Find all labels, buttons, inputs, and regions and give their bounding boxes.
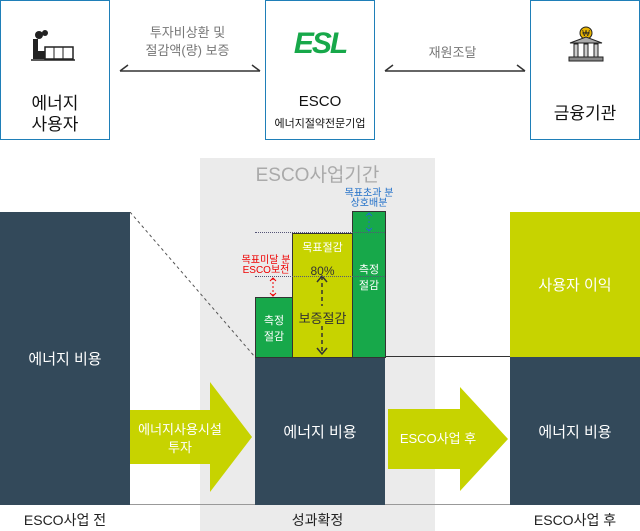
measured1-line1: 측정 (263, 315, 285, 327)
repay-line-2: 절감액(량) 보증 (145, 43, 230, 58)
target-saving-label: 목표절감 (302, 242, 343, 254)
measured2-line2: 절감 (358, 280, 380, 292)
energy-user-box: 에너지 사용자 (0, 0, 110, 140)
user-benefit-label: 사용자 이익 (538, 277, 612, 294)
footer-after: ESCO사업 후 (533, 512, 617, 528)
guarantee-label: 보증절감 (293, 308, 352, 327)
excess-line2: 상호배분 (350, 198, 388, 209)
after-arrow (388, 387, 508, 491)
invest-line-1: 에너지사용시설 (138, 422, 222, 437)
svg-text:₩: ₩ (582, 29, 590, 38)
measured1-line2: 절감 (263, 331, 285, 343)
footer-before: ESCO사업 전 (23, 512, 107, 528)
repay-guarantee-text: 투자비상환 및 절감액(량) 보증 (115, 24, 260, 60)
eighty-percent-line (255, 276, 385, 277)
shortfall-line1: 목표미달 분 (241, 255, 291, 266)
measured2-line1: 측정 (358, 264, 380, 276)
excess-line1: 목표초과 분 (344, 188, 394, 199)
center-energy-cost: 에너지 비용 (255, 357, 385, 505)
after-energy-cost: 에너지 비용 (510, 357, 640, 505)
guarantee-arrow-icon (316, 274, 328, 356)
center-cost-label: 에너지 비용 (283, 423, 357, 441)
bank-icon: ₩ (568, 26, 604, 62)
target-line (255, 232, 385, 233)
double-arrow-icon (119, 64, 261, 72)
invest-line-2: 투자 (168, 440, 192, 455)
funding-text: 재원조달 (428, 45, 477, 60)
after-cost-label: 에너지 비용 (538, 423, 612, 441)
esco-desc: 에너지절약전문기업 (274, 118, 366, 130)
esl-logo: ESL (293, 27, 348, 60)
shortfall-line2: ESCO보전 (242, 265, 290, 276)
esco-box: ESL ESCO 에너지절약전문기업 (265, 0, 375, 140)
before-cost-label: 에너지 비용 (28, 351, 102, 368)
energy-user-label-2: 사용자 (31, 115, 79, 134)
shortfall-arrow-icon (269, 277, 277, 297)
energy-user-label-1: 에너지 (31, 94, 79, 113)
invest-arrow-text: 에너지사용시설 투자 (130, 421, 230, 457)
esco-label: ESCO (298, 93, 342, 110)
invest-arrow (130, 382, 252, 492)
bank-box: ₩ 금융기관 (530, 0, 640, 140)
target-saving-bar: 목표절감 80% 보증절감 (292, 233, 353, 358)
repay-line-1: 투자비상환 및 (149, 25, 226, 40)
double-arrow-icon (384, 64, 526, 72)
footer-confirm: 성과확정 (291, 512, 344, 528)
factory-icon (31, 30, 75, 61)
bank-label: 금융기관 (553, 104, 617, 123)
excess-arrow-icon (365, 212, 373, 232)
user-benefit-block: 사용자 이익 (510, 212, 640, 357)
esco-period-title: ESCO사업기간 (255, 165, 380, 186)
before-energy-cost: 에너지 비용 (0, 212, 130, 505)
after-arrow-text: ESCO사업 후 (399, 431, 477, 446)
percent-label: 80% (310, 264, 335, 278)
dashed-guide (130, 212, 256, 358)
